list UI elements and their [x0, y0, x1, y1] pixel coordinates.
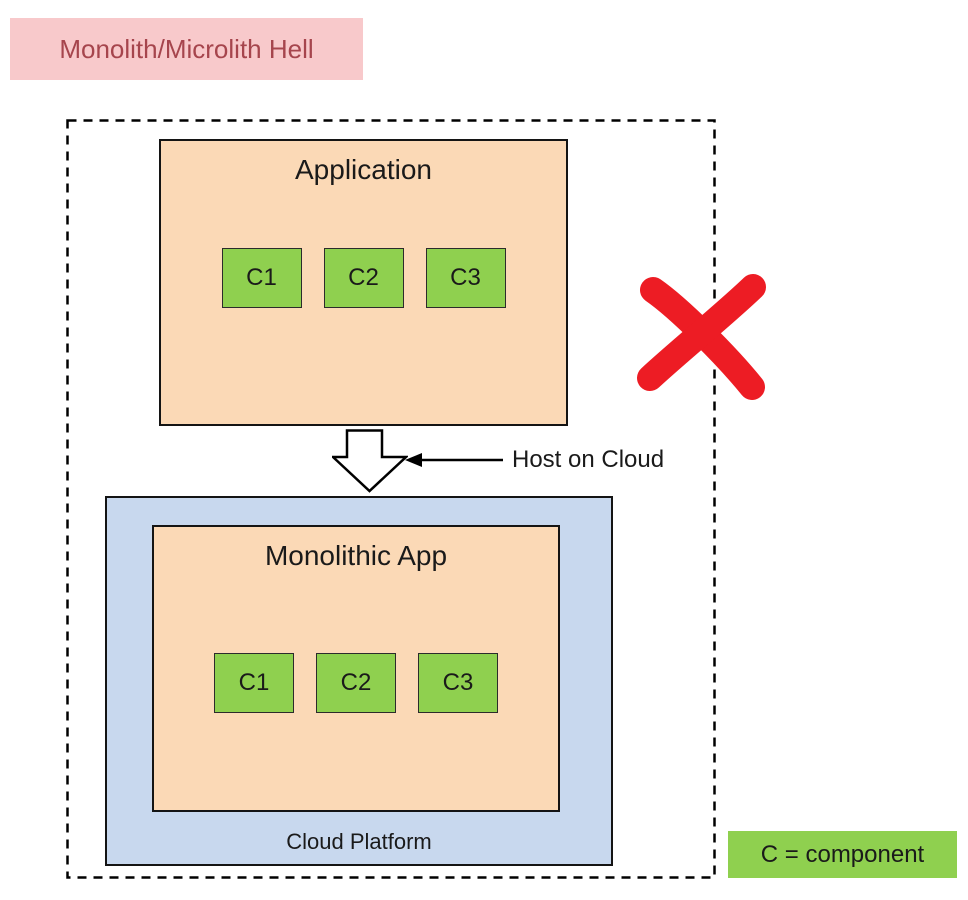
component-box-c1: C1 — [214, 653, 294, 713]
monolithic-app-components-row: C1 C2 C3 — [154, 653, 558, 713]
application-components-row: C1 C2 C3 — [161, 248, 566, 308]
component-label: C3 — [450, 264, 481, 291]
component-label: C3 — [442, 669, 474, 696]
left-arrow-icon — [405, 453, 503, 467]
title-banner: Monolith/Microlith Hell — [10, 18, 363, 80]
component-label: C2 — [348, 264, 379, 291]
component-label: C1 — [246, 264, 277, 291]
legend-box: C = component — [728, 831, 957, 878]
cloud-platform-label: Cloud Platform — [286, 829, 432, 854]
component-label: C1 — [238, 669, 270, 696]
cloud-platform-box: Monolithic App C1 C2 C3 Cloud Platform — [105, 496, 613, 866]
component-label: C2 — [340, 669, 372, 696]
boundary-dashed-frame — [66, 119, 716, 879]
monolithic-app-title: Monolithic App — [264, 540, 448, 571]
x-mark-icon — [637, 274, 766, 400]
component-box-c1: C1 — [221, 248, 302, 308]
monolithic-app-box: Monolithic App C1 C2 C3 — [152, 525, 560, 812]
application-box: Application C1 C2 C3 — [159, 139, 568, 426]
legend-label: C = component — [760, 840, 925, 868]
transition-label: Host on Cloud — [512, 446, 665, 473]
component-box-c2: C2 — [316, 653, 396, 713]
component-box-c2: C2 — [323, 248, 404, 308]
title-text: Monolith/Microlith Hell — [59, 33, 314, 64]
application-title: Application — [295, 154, 432, 185]
component-box-c3: C3 — [425, 248, 506, 308]
down-arrow-icon — [332, 429, 408, 493]
component-box-c3: C3 — [418, 653, 498, 713]
